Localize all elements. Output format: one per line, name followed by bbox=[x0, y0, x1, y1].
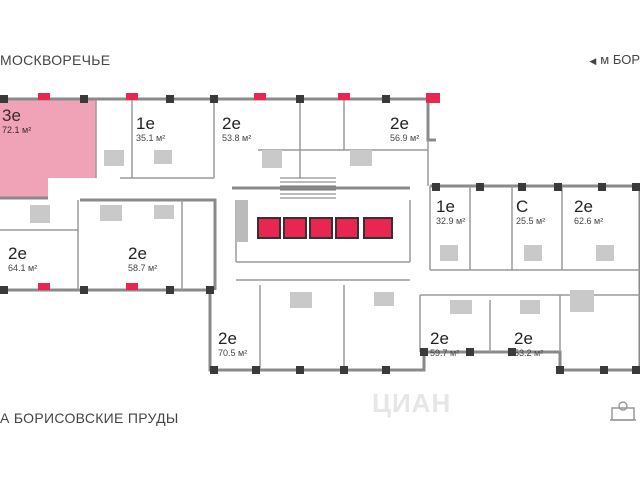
apartment-area: 72.1 м² bbox=[2, 125, 32, 135]
apartment-type: 2е bbox=[574, 197, 593, 216]
apartment-label[interactable]: 2е 56.9 м² bbox=[390, 115, 419, 143]
street-label-top: МОСКВОРЕЧЬЕ bbox=[0, 52, 111, 68]
apartment-type: 2е bbox=[390, 114, 409, 133]
apartment-type: 2е bbox=[514, 329, 533, 348]
apartment-label[interactable]: 3е 72.1 м² bbox=[2, 107, 31, 135]
apartment-label[interactable]: 2е 59.7 м² bbox=[430, 330, 459, 358]
apartment-label[interactable]: 1е 35.1 м² bbox=[136, 115, 165, 143]
apartment-type: 2е bbox=[128, 244, 147, 263]
apartment-area: 53.8 м² bbox=[222, 133, 252, 143]
apartment-type: 2е bbox=[218, 329, 237, 348]
apartment-type: 3е bbox=[2, 106, 21, 125]
apartment-label[interactable]: 2е 64.1 м² bbox=[8, 245, 37, 273]
apartment-type: 1е bbox=[136, 114, 155, 133]
elevators bbox=[257, 217, 393, 239]
apartment-type: 1е bbox=[436, 197, 455, 216]
apartment-area: 53.2 м² bbox=[514, 348, 544, 358]
apartment-area: 58.7 м² bbox=[128, 263, 158, 273]
apartment-type: 2е bbox=[222, 114, 241, 133]
apartment-area: 35.1 м² bbox=[136, 133, 166, 143]
apartment-label[interactable]: 1е 32.9 м² bbox=[436, 198, 465, 226]
stairs bbox=[280, 177, 336, 199]
outer-wall-right-wing bbox=[430, 184, 640, 370]
selected-apartment-fill bbox=[0, 100, 96, 198]
street-label-bottom: А БОРИСОВСКИЕ ПРУДЫ bbox=[0, 410, 179, 426]
metro-label: ◀м БОР bbox=[589, 52, 640, 67]
apartment-label[interactable]: 2е 53.8 м² bbox=[222, 115, 251, 143]
apartment-area: 70.5 м² bbox=[218, 348, 248, 358]
apartment-label[interactable]: 2е 62.6 м² bbox=[574, 198, 603, 226]
metro-text: м БОР bbox=[600, 52, 640, 67]
apartment-area: 56.9 м² bbox=[390, 133, 420, 143]
window-markers bbox=[38, 93, 440, 290]
apartment-label[interactable]: 2е 70.5 м² bbox=[218, 330, 247, 358]
apartment-area: 59.7 м² bbox=[430, 348, 460, 358]
apartment-area: 62.6 м² bbox=[574, 216, 604, 226]
apartment-area: 32.9 м² bbox=[436, 216, 466, 226]
apartment-area: 64.1 м² bbox=[8, 263, 38, 273]
columns bbox=[0, 95, 640, 374]
watermark-logo: ЦИАН bbox=[372, 388, 452, 418]
compass-icon bbox=[610, 401, 636, 421]
apartment-area: 25.5 м² bbox=[516, 216, 546, 226]
metro-arrow-icon: ◀ bbox=[589, 56, 597, 66]
apartment-type: С bbox=[516, 197, 529, 216]
utility-blocks bbox=[30, 150, 614, 314]
apartment-label[interactable]: 2е 53.2 м² bbox=[514, 330, 543, 358]
apartment-label[interactable]: 2е 58.7 м² bbox=[128, 245, 157, 273]
apartment-type: 2е bbox=[8, 244, 27, 263]
outer-wall-mid bbox=[80, 198, 217, 290]
apartment-label[interactable]: С 25.5 м² bbox=[516, 198, 545, 226]
apartment-type: 2е bbox=[430, 329, 449, 348]
